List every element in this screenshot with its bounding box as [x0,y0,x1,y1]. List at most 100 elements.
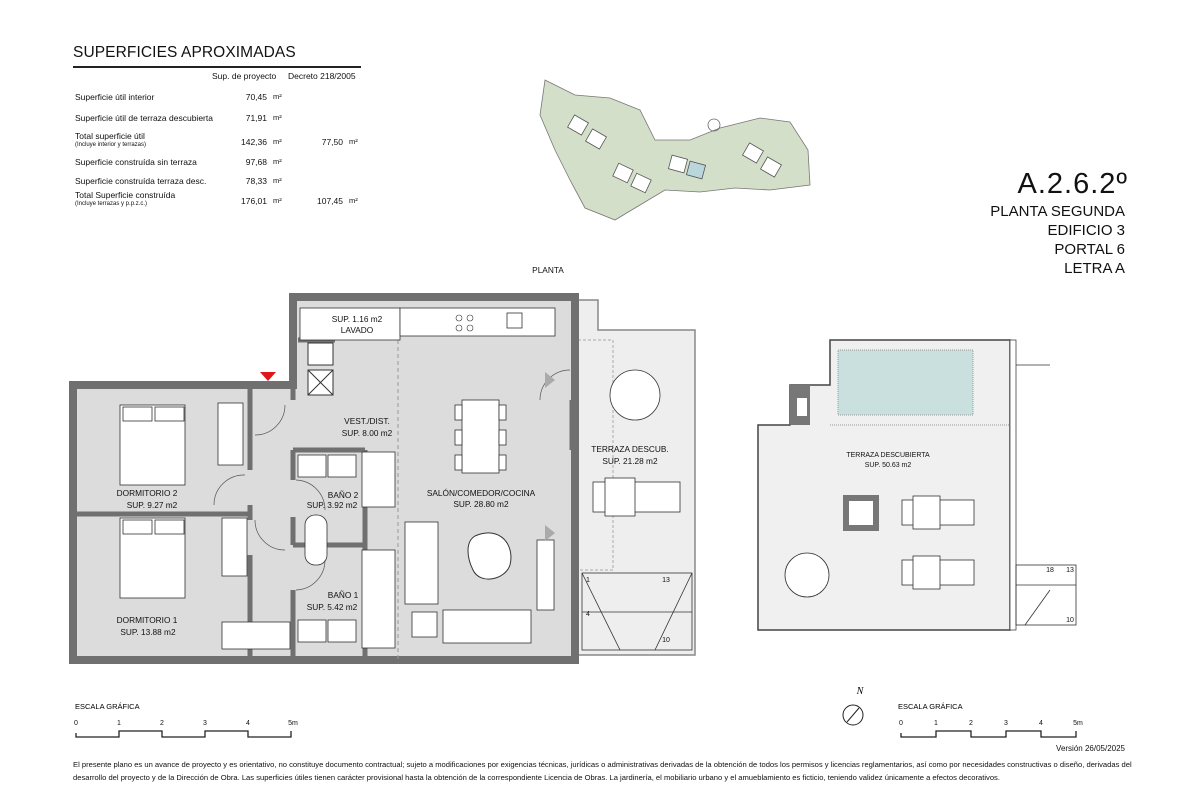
room-area: SUP. 3.92 m2 [307,500,358,510]
cooktop-icon [455,314,474,332]
wardrobes [217,402,396,650]
coffee-table [467,532,512,580]
site-building-highlight [685,160,707,180]
sun-lounger [592,477,681,517]
scale-label: ESCALA GRÁFICA [75,702,140,711]
site-building [630,172,652,194]
col-header-project: Sup. de proyecto [212,71,277,81]
scale-tick: 1 [934,720,938,727]
site-building [585,128,607,150]
shaft-icon [307,369,334,396]
stair-number: 10 [1066,617,1074,624]
floor-label: PLANTA SEGUNDA [990,203,1125,220]
row-unit: m² [273,113,282,122]
room-name: SALÓN/COMEDOR/COCINA [427,488,536,498]
site-map [539,79,811,221]
site-building [760,156,782,178]
scale-tick: 5m [1073,720,1083,727]
room-name: DORMITORIO 1 [117,615,178,625]
room-area: SUP. 21.28 m2 [602,456,658,466]
row-label: Total Superficie construída [75,190,176,200]
row-note: (Incluye interior y terrazas) [75,142,147,148]
bed-dormitorio-1 [119,517,186,599]
terrace-round-table [609,369,661,421]
roof-terrace-plan: 18 13 10 TERRAZA DESCUBIERTA SUP. 50.63 … [757,339,1077,631]
stair-number: 13 [662,577,670,584]
door-arrow-icon [545,372,555,388]
portal-label: PORTAL 6 [1054,241,1125,258]
row-unit: m² [273,176,282,185]
sofa [404,521,555,644]
apartment-interior [69,293,579,664]
room-name: VEST./DIST. [344,416,390,426]
terrace-area [574,299,696,656]
lavado-unit [299,307,401,341]
scale-bar-right: ESCALA GRÁFICA 0 1 2 3 4 5m [898,702,1083,738]
door-arrow-icon [545,525,555,541]
room-area: SUP. 1.16 m2 [332,314,383,324]
bed-dormitorio-2 [119,404,186,486]
room-name: DORMITORIO 2 [117,488,178,498]
scale-tick: 3 [203,720,207,727]
scale-bar-left: ESCALA GRÁFICA 0 1 2 3 4 5m [74,702,298,738]
row-project-value: 176,01 [241,196,267,206]
site-area [539,79,811,221]
letter-label: LETRA A [1064,260,1125,277]
row-project-value: 78,33 [245,176,267,186]
row-label: Superficie construída terraza desc. [75,176,207,186]
room-area: SUP. 9.27 m2 [127,500,178,510]
pool [837,349,974,416]
version-label: Versión 26/05/2025 [1056,744,1125,753]
stair-number: 10 [662,637,670,644]
room-area: SUP. 8.00 m2 [342,428,393,438]
room-area: SUP. 5.42 m2 [307,602,358,612]
scale-label: ESCALA GRÁFICA [898,702,963,711]
unit-code: A.2.6.2º [1017,168,1128,200]
row-unit: m² [349,196,358,205]
stair-number: 18 [1046,567,1054,574]
scale-tick: 0 [899,720,903,727]
kitchen-counter [399,307,556,337]
site-building [667,154,689,174]
scale-tick: 1 [117,720,121,727]
north-arrow-icon: N [842,686,865,726]
round-table [784,552,830,598]
scale-tick: 2 [160,720,164,727]
row-unit: m² [273,157,282,166]
row-project-value: 71,91 [245,113,267,123]
site-roundabout [707,118,721,132]
scale-tick: 0 [74,720,78,727]
bath-fixtures [297,454,357,643]
sink-icon [506,312,523,329]
stair-number: 13 [1066,567,1074,574]
row-decree-value: 77,50 [321,137,343,147]
row-label: Superficie útil de terraza descubierta [75,113,213,123]
col-header-decree: Decreto 218/2005 [288,71,356,81]
entrance-marker-icon [260,372,276,381]
plan-title: PLANTA [532,265,564,275]
scale-tick: 3 [1004,720,1008,727]
row-unit: m² [349,137,358,146]
row-unit: m² [273,196,282,205]
room-name: BAÑO 2 [328,490,359,500]
row-project-value: 97,68 [245,157,267,167]
scale-tick: 4 [246,720,250,727]
room-area: SUP. 50.63 m2 [865,462,912,469]
scale-tick: 2 [969,720,973,727]
row-decree-value: 107,45 [317,196,343,206]
scale-tick: 4 [1039,720,1043,727]
disclaimer: El presente plano es un avance de proyec… [73,760,1132,782]
staircase [581,572,693,651]
room-name: LAVADO [341,325,374,335]
row-label: Superficie construída sin terraza [75,157,197,167]
stair-number: 1 [586,577,590,584]
row-unit: m² [273,137,282,146]
site-building [567,114,589,136]
scale-tick: 5m [288,720,298,727]
room-name: TERRAZA DESCUB. [591,444,668,454]
surfaces-title: SUPERFICIES APROXIMADAS [73,44,296,61]
sun-loungers [901,495,975,590]
stair-number: 4 [586,611,590,618]
north-label: N [856,686,865,697]
